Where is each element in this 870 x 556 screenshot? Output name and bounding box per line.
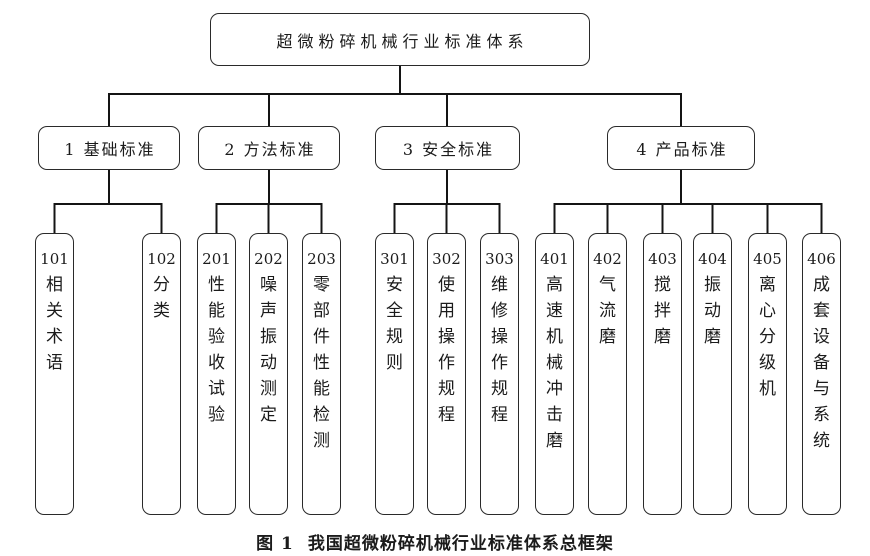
leaf-label: 性能验收试验 [208,275,225,425]
figure-caption: 图 1 我国超微粉碎机械行业标准体系总框架 [0,529,870,554]
leaf-label: 气流磨 [599,275,616,347]
group-node-label: 3 安全标准 [402,140,495,159]
leaf-label: 高速机械冲击磨 [546,275,563,451]
leaf-code: 303 [485,250,514,268]
leaf-label: 相关术语 [46,275,63,373]
leaf-node-401: 401 高速机械冲击磨 [535,233,574,515]
leaf-label: 零部件性能检测 [313,275,330,451]
group-node-product: 4 产品标准 [607,126,755,170]
group-node-safety: 3 安全标准 [375,126,520,170]
leaf-code: 201 [202,250,231,268]
leaf-label: 维修操作规程 [491,275,508,425]
leaf-code: 406 [807,250,836,268]
leaf-code: 302 [432,250,461,268]
leaf-code: 401 [540,250,569,268]
leaf-label: 使用操作规程 [438,275,455,425]
leaf-label: 成套设备与系统 [813,275,830,451]
leaf-code: 403 [648,250,677,268]
leaf-code: 203 [307,250,336,268]
leaf-node-405: 405 离心分级机 [748,233,787,515]
leaf-code: 405 [753,250,782,268]
leaf-node-404: 404 振动磨 [693,233,732,515]
leaf-node-403: 403 搅拌磨 [643,233,682,515]
figure-caption-label: 图 1 [256,534,294,554]
group-node-label: 4 产品标准 [636,140,728,159]
group-node-label: 2 方法标准 [224,140,316,159]
leaf-node-301: 301 安全规则 [375,233,414,515]
group-node-method: 2 方法标准 [198,126,340,170]
leaf-node-203: 203 零部件性能检测 [302,233,341,515]
leaf-node-102: 102 分类 [142,233,181,515]
leaf-code: 404 [698,250,727,268]
leaf-node-302: 302 使用操作规程 [427,233,466,515]
figure-caption-title: 我国超微粉碎机械行业标准体系总框架 [307,534,614,554]
leaf-label: 振动磨 [704,275,721,347]
leaf-label: 分类 [153,275,170,321]
leaf-code: 102 [147,250,176,268]
leaf-label: 安全规则 [386,275,403,373]
leaf-label: 离心分级机 [759,275,776,399]
leaf-node-101: 101 相关术语 [35,233,74,515]
leaf-node-402: 402 气流磨 [588,233,627,515]
group-node-label: 1 基础标准 [64,140,156,159]
leaf-code: 101 [40,250,69,268]
leaf-node-202: 202 噪声振动测定 [249,233,288,515]
leaf-label: 搅拌磨 [654,275,671,347]
leaf-node-303: 303 维修操作规程 [480,233,519,515]
leaf-code: 202 [254,250,283,268]
root-node: 超微粉碎机械行业标准体系 [210,13,590,66]
leaf-node-406: 406 成套设备与系统 [802,233,841,515]
leaf-code: 301 [380,250,409,268]
root-node-label: 超微粉碎机械行业标准体系 [276,31,529,51]
group-node-basic: 1 基础标准 [38,126,180,170]
leaf-node-201: 201 性能验收试验 [197,233,236,515]
leaf-label: 噪声振动测定 [260,275,277,425]
leaf-code: 402 [593,250,622,268]
